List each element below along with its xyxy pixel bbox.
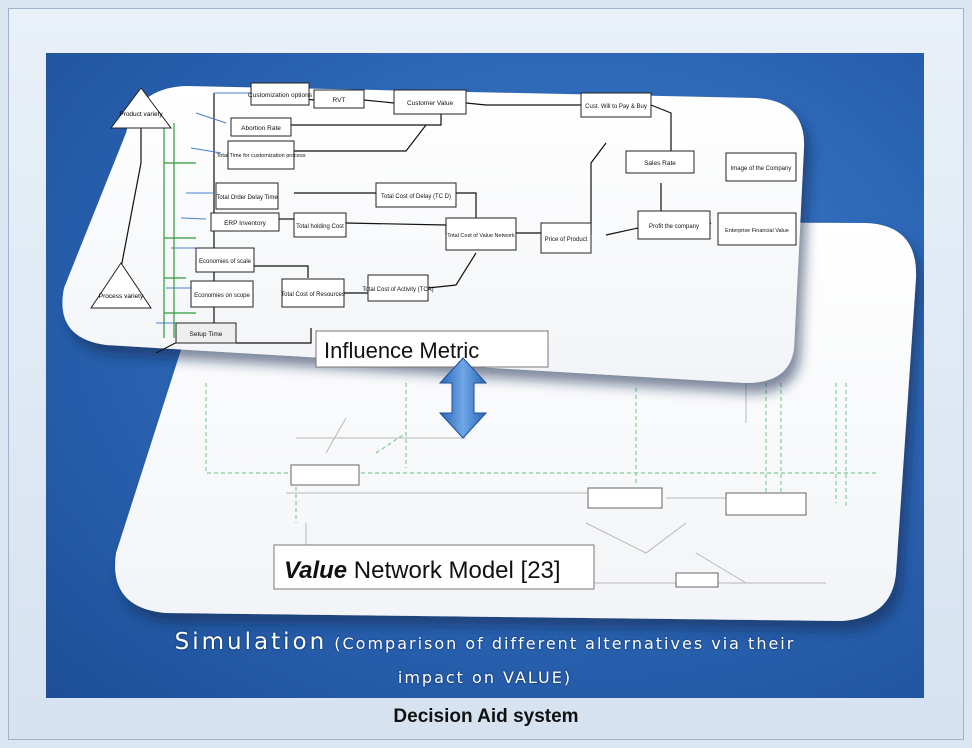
rvt-label: RVT bbox=[333, 97, 346, 104]
process-variety-label: Process variety bbox=[99, 293, 144, 300]
slide-stage: Value Network Model [23] bbox=[46, 53, 924, 698]
value-network-boxes bbox=[290, 464, 807, 588]
profit-company-label: Profit the company bbox=[649, 224, 699, 230]
simulation-title-big: Simulation bbox=[174, 629, 328, 655]
influence-metric-panel: Product variety Process variety bbox=[62, 82, 805, 383]
image-company-label: Image of the Company bbox=[731, 166, 792, 172]
abortion-rate-label: Abortion Rate bbox=[241, 125, 281, 132]
erp-inventory-label: ERP Inventory bbox=[224, 220, 267, 227]
product-variety-label: Product variety bbox=[119, 111, 163, 118]
enterprise-financial-value-label: Enterprise Financial Value bbox=[725, 228, 789, 234]
influence-label-bg bbox=[315, 330, 549, 368]
influence-metric-label: Influence Metric bbox=[324, 338, 479, 363]
total-cost-value-network-label: Total Cost of Value Network bbox=[447, 233, 515, 239]
simulation-title: Simulation (Comparison of different alte… bbox=[46, 625, 924, 695]
double-arrow-icon bbox=[438, 357, 488, 439]
cust-will-pay-label: Cust. Will to Pay & Buy bbox=[585, 104, 647, 110]
simulation-title-line2: impact on VALUE) bbox=[397, 668, 573, 687]
diagram-canvas: Value Network Model [23] bbox=[62, 82, 917, 621]
simulation-title-rest: (Comparison of different alternatives vi… bbox=[327, 634, 796, 653]
process-variety-node bbox=[90, 262, 152, 309]
economies-scale-label: Economies of scale bbox=[199, 259, 252, 265]
value-network-label: Value Network Model [23] bbox=[284, 557, 561, 584]
influence-box-labels: Customization options RVT Customer Value… bbox=[190, 92, 792, 338]
value-network-label-bg bbox=[273, 544, 595, 590]
total-order-delay-label: Total Order Delay Time bbox=[216, 195, 278, 201]
value-network-dashed-links bbox=[205, 383, 876, 523]
customer-value-label: Customer Value bbox=[407, 100, 454, 107]
influence-green-links bbox=[163, 123, 196, 338]
total-cost-delay-label: Total Cost of Delay (TC D) bbox=[381, 194, 451, 200]
sales-rate-label: Sales Rate bbox=[644, 160, 676, 167]
product-variety-node bbox=[110, 87, 172, 129]
setup-time-label: Setup Time bbox=[190, 331, 223, 338]
customization-options-label: Customization options bbox=[248, 92, 313, 99]
total-holding-cost-label: Total holding Cost bbox=[296, 224, 344, 230]
total-cost-resources-label: Total Cost of Resources bbox=[281, 292, 345, 298]
price-of-product-label: Price of Product bbox=[545, 237, 588, 243]
footer-caption: Decision Aid system bbox=[393, 706, 579, 727]
total-cost-activity-label: Total Cost of Activity (TCA) bbox=[362, 287, 433, 293]
economies-scope-label: Economies on scope bbox=[194, 293, 250, 299]
total-time-customization-label: Total Time for customization process bbox=[217, 153, 306, 159]
influence-boxes bbox=[175, 82, 797, 344]
